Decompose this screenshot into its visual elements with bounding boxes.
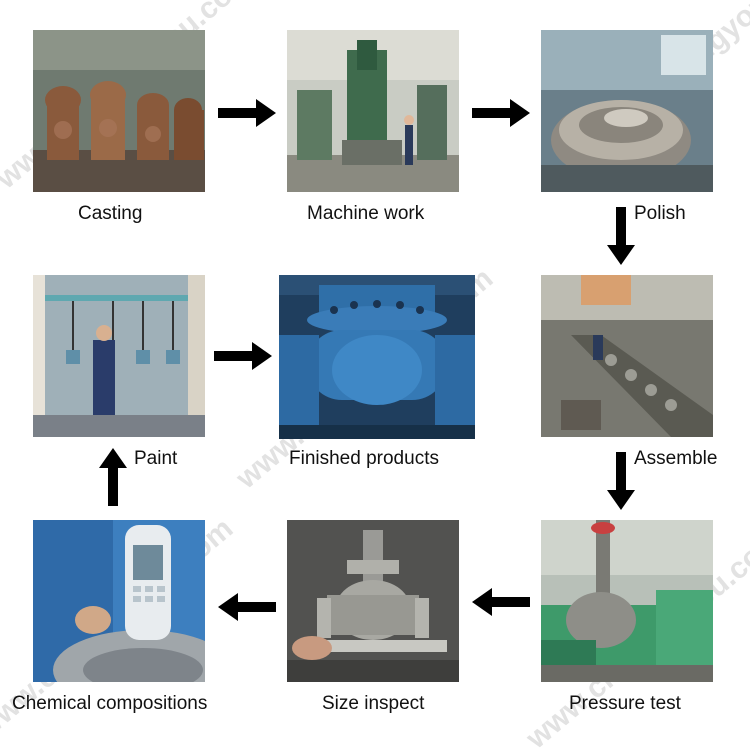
assemble-photo	[541, 275, 713, 437]
step-label-size-inspect: Size inspect	[322, 693, 425, 714]
machine-work-photo	[287, 30, 459, 192]
arrow-left-icon	[472, 588, 530, 616]
arrow-down-icon	[607, 452, 635, 510]
step-label-pressure-test: Pressure test	[569, 693, 681, 714]
step-label-paint: Paint	[134, 448, 178, 469]
arrow-right-icon	[218, 99, 276, 127]
step-label-machine-work: Machine work	[307, 203, 425, 224]
step-label-chemical-compositions: Chemical compositions	[12, 693, 208, 714]
arrow-up-icon	[99, 448, 127, 506]
arrow-right-icon	[214, 342, 272, 370]
paint-photo	[33, 275, 205, 437]
chemical-compositions-photo	[33, 520, 205, 682]
step-label-casting: Casting	[78, 203, 143, 224]
step-label-polish: Polish	[634, 203, 686, 224]
step-label-assemble: Assemble	[634, 448, 718, 469]
arrow-left-icon	[218, 593, 276, 621]
step-label-finished-products: Finished products	[289, 448, 439, 469]
arrow-right-icon	[472, 99, 530, 127]
finished-products-photo	[279, 275, 475, 439]
arrow-down-icon	[607, 207, 635, 265]
size-inspect-photo	[287, 520, 459, 682]
casting-photo	[33, 30, 205, 192]
pressure-test-photo	[541, 520, 713, 682]
polish-photo	[541, 30, 713, 192]
